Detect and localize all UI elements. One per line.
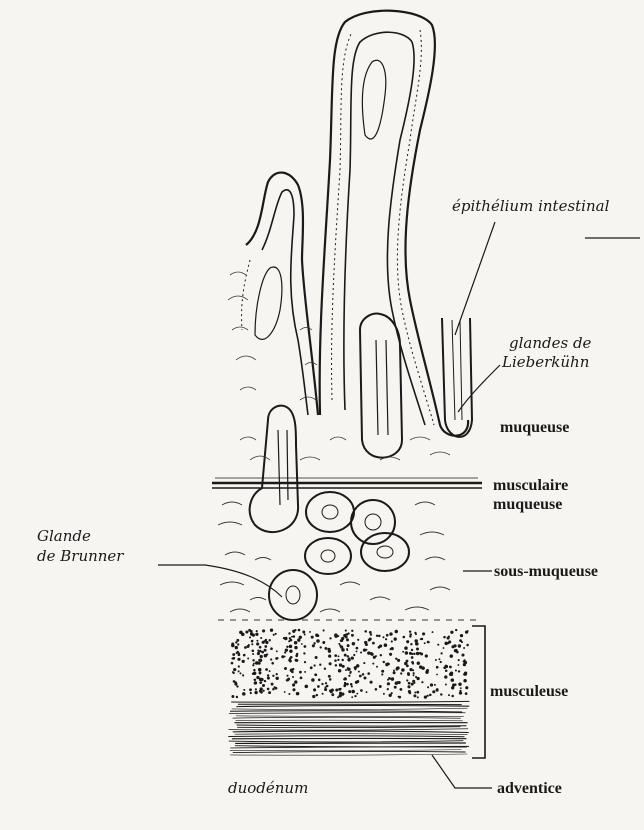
villus-left [242, 173, 318, 415]
lamina-propria [228, 272, 450, 460]
crypt-right [442, 318, 472, 437]
label-sous-muqueuse: sous-muqueuse [494, 563, 598, 580]
brunner-glands [269, 492, 409, 620]
crypt-lower [250, 406, 298, 532]
musculeuse-bracket [472, 626, 485, 758]
crypt-middle [360, 314, 402, 458]
label-muqueuse: muqueuse [500, 419, 569, 436]
label-duodenum: duodénum [228, 779, 308, 797]
muscularis-mucosae-band [212, 478, 482, 488]
submucosa-fibers [218, 502, 480, 620]
label-brunner-line1: Glande [37, 527, 91, 545]
label-musculaire-line2: muqueuse [493, 496, 562, 513]
label-lieberkuhn-line2: Lieberkühn [501, 353, 589, 371]
label-epithelium: épithélium intestinal [452, 197, 610, 215]
musculeuse-stipple [231, 629, 469, 699]
leader-lines [158, 222, 640, 788]
label-lieberkuhn-line1: glandes de [509, 334, 592, 352]
label-brunner-line2: de Brunner [37, 547, 124, 565]
villus-tall [320, 11, 468, 436]
label-musculaire-line1: musculaire [493, 477, 568, 494]
label-adventice: adventice [497, 780, 562, 797]
label-musculeuse: musculeuse [490, 683, 568, 700]
musculeuse-fibers [228, 701, 469, 755]
